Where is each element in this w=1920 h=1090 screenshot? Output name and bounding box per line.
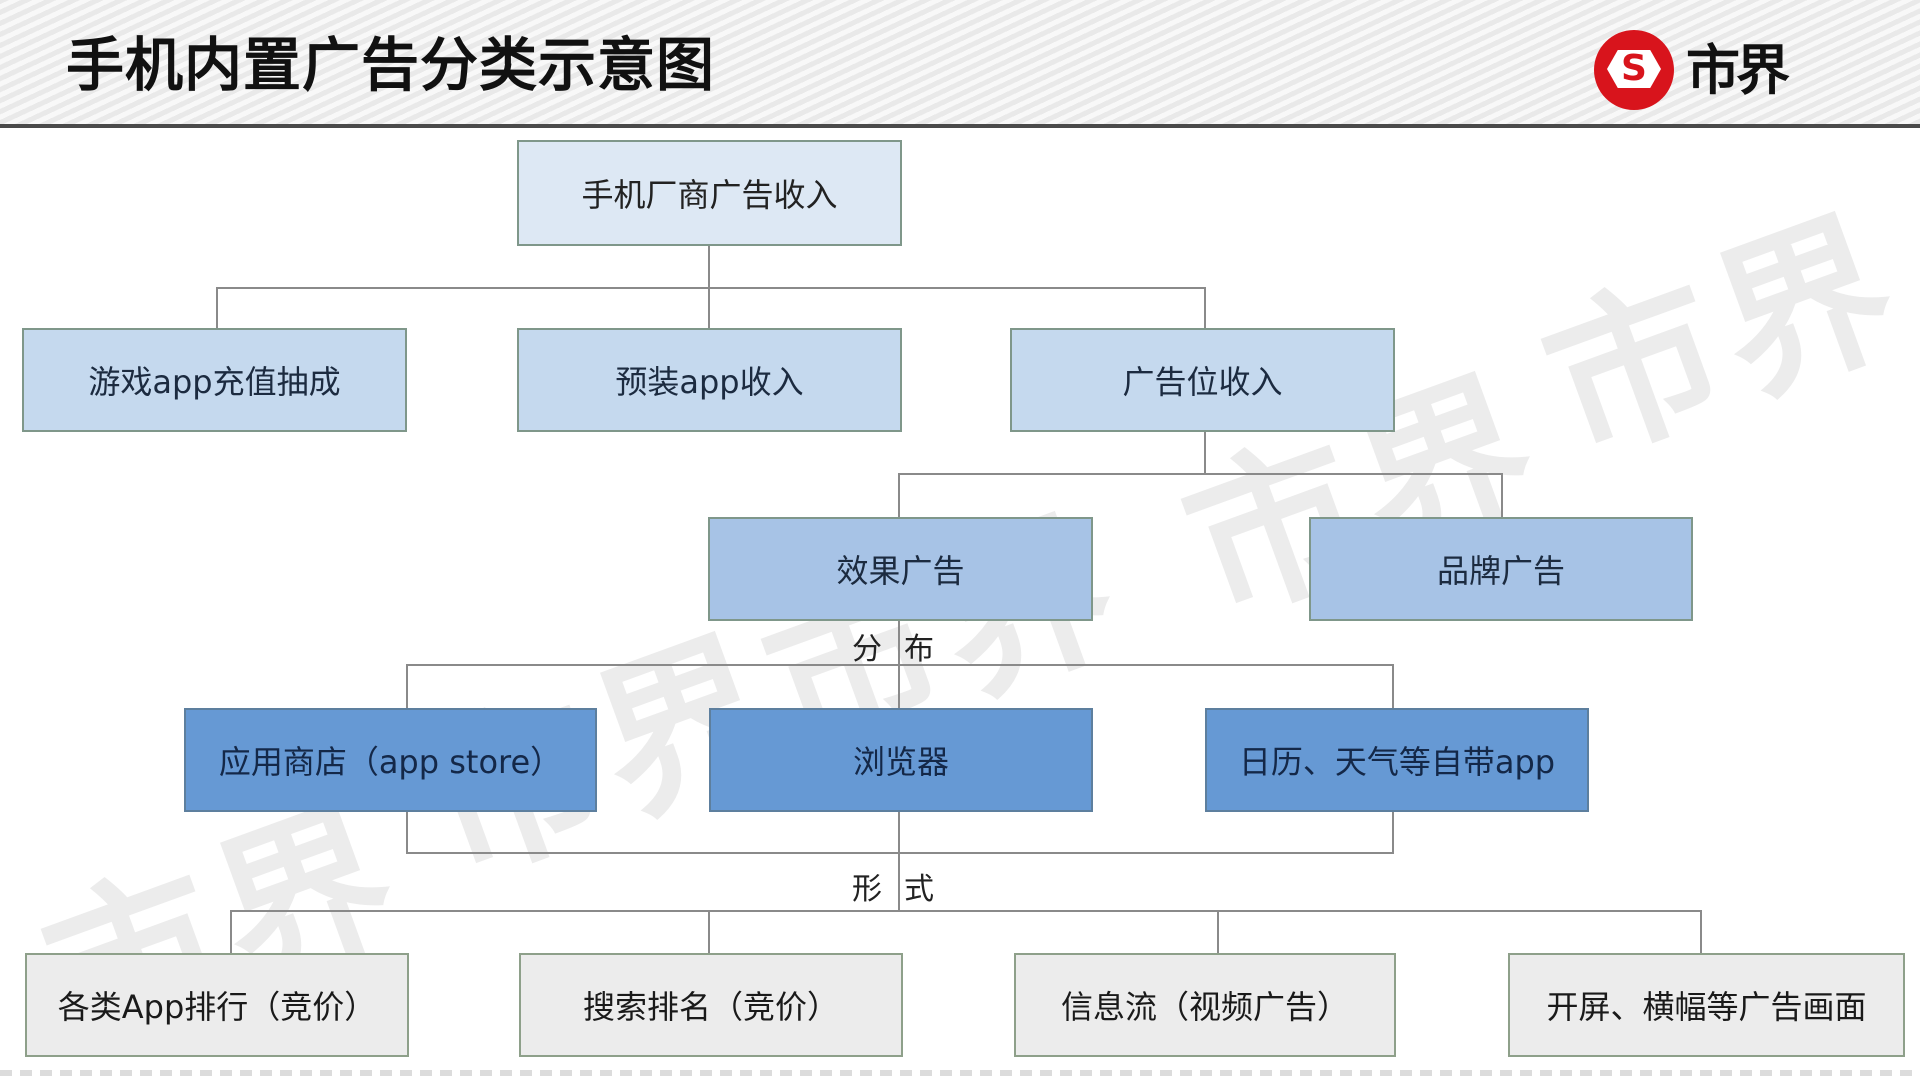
connector <box>708 287 710 329</box>
node-game-app-commission: 游戏app充值抽成 <box>22 328 407 432</box>
connector <box>708 245 710 288</box>
node-feed-video-ads: 信息流（视频广告） <box>1014 953 1396 1057</box>
connector <box>1501 473 1503 518</box>
connector <box>1204 431 1206 474</box>
connector <box>898 473 1503 475</box>
connector <box>230 910 232 953</box>
connector <box>708 910 710 953</box>
node-label: 手机厂商广告收入 <box>581 176 838 214</box>
node-performance-ads: 效果广告 <box>708 517 1093 621</box>
node-label: 预装app收入 <box>615 363 804 401</box>
watermark: 市界 <box>1522 183 1920 493</box>
node-label: 品牌广告 <box>1436 552 1565 590</box>
node-label: 信息流（视频广告） <box>1060 988 1349 1026</box>
connector <box>1700 910 1702 953</box>
brand-logo: S 市界 <box>1594 28 1834 110</box>
connector <box>216 287 218 329</box>
node-ad-slot-income: 广告位收入 <box>1010 328 1395 432</box>
connector <box>406 664 1394 666</box>
logo-text: 市界 <box>1686 39 1790 102</box>
connector <box>898 473 900 518</box>
node-label: 日历、天气等自带app <box>1238 743 1556 781</box>
connector <box>406 852 1394 854</box>
node-label: 开屏、横幅等广告画面 <box>1546 988 1867 1026</box>
node-brand-ads: 品牌广告 <box>1309 517 1693 621</box>
connector <box>1204 287 1206 329</box>
node-app-store: 应用商店（app store） <box>184 708 597 812</box>
node-search-ranking: 搜索排名（竞价） <box>519 953 903 1057</box>
node-root: 手机厂商广告收入 <box>517 140 902 246</box>
node-label: 浏览器 <box>852 743 949 781</box>
node-app-ranking: 各类App排行（竞价） <box>25 953 409 1057</box>
connector <box>230 910 1702 912</box>
logo-diamond-icon <box>1607 50 1661 88</box>
header-bar: 手机内置广告分类示意图 S 市界 <box>0 0 1920 128</box>
node-label: 广告位收入 <box>1122 363 1283 401</box>
node-splash-banner-ads: 开屏、横幅等广告画面 <box>1508 953 1905 1057</box>
logo-s-icon: S <box>1621 48 1647 89</box>
connector <box>216 287 1206 289</box>
distribution-label: 分布 <box>852 632 956 667</box>
node-builtin-apps: 日历、天气等自带app <box>1205 708 1589 812</box>
node-preinstalled-app-income: 预装app收入 <box>517 328 902 432</box>
connector <box>1217 910 1219 953</box>
node-label: 各类App排行（竞价） <box>57 988 377 1026</box>
footer-divider <box>0 1070 1920 1076</box>
node-label: 游戏app充值抽成 <box>88 363 341 401</box>
node-label: 效果广告 <box>836 552 965 590</box>
node-browser: 浏览器 <box>709 708 1093 812</box>
form-label: 形式 <box>852 872 956 907</box>
node-label: 搜索排名（竞价） <box>582 988 839 1026</box>
node-label: 应用商店（app store） <box>218 743 563 781</box>
page-title: 手机内置广告分类示意图 <box>66 31 716 99</box>
